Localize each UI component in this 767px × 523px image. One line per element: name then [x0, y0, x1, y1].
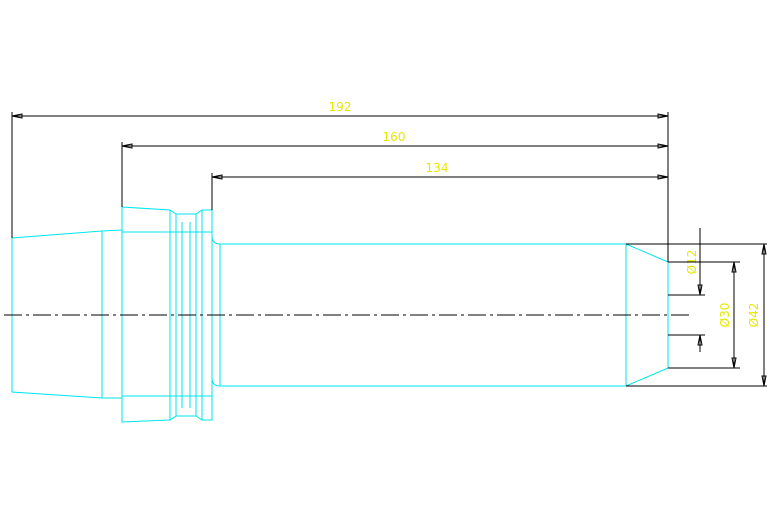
dimension-text-160: 160	[383, 130, 406, 144]
dimension-text-d42: Ø42	[747, 303, 761, 328]
dimension-shank-length: 134	[211, 161, 669, 210]
taper-cone-outline	[11, 229, 123, 399]
dimension-outer-diameter: Ø42	[626, 243, 767, 387]
dimension-bore-diameter: Ø12	[668, 228, 705, 352]
dimension-text-192: 192	[329, 100, 352, 114]
dimension-text-134: 134	[426, 161, 449, 175]
dimension-overall-length: 192	[11, 100, 669, 262]
dimension-flange-length: 160	[121, 130, 669, 207]
dimension-inner-diameter: Ø30	[668, 261, 740, 369]
shank-outline	[211, 210, 669, 387]
dimension-text-d30: Ø30	[718, 303, 732, 328]
